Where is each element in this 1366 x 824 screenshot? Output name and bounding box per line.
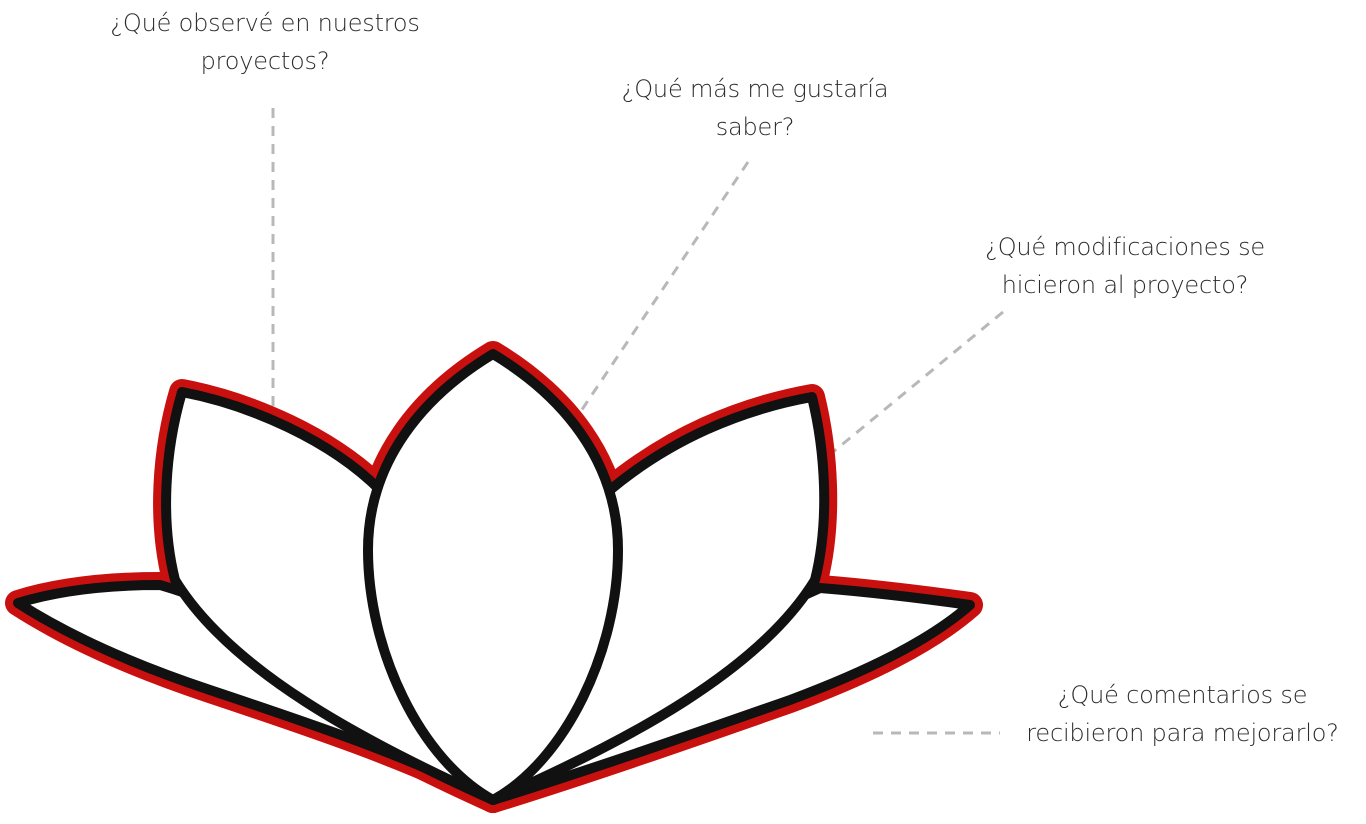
petal-inner-center [363, 349, 623, 805]
question-feedback-line1: ¿Qué comentarios se [1057, 681, 1308, 709]
question-feedback-line2: recibieron para mejorarlo? [1026, 719, 1339, 747]
question-observe-line2: proyectos? [200, 47, 330, 75]
question-learn-more-line1: ¿Qué más me gustaría [621, 75, 889, 103]
question-observe-line1: ¿Qué observé en nuestros [110, 9, 420, 37]
petal-outlines-black [13, 349, 975, 805]
question-modifications: ¿Qué modificaciones se hicieron al proye… [930, 228, 1320, 304]
question-modifications-line2: hicieron al proyecto? [1001, 271, 1249, 299]
connector-lines [271, 108, 1004, 735]
question-observe: ¿Qué observé en nuestros proyectos? [80, 4, 450, 80]
question-feedback: ¿Qué comentarios se recibieron para mejo… [1005, 676, 1360, 752]
connector-learn-more [573, 161, 750, 421]
connector-modifications [832, 310, 1004, 454]
question-learn-more-line2: saber? [715, 113, 795, 141]
question-learn-more: ¿Qué más me gustaría saber? [590, 70, 920, 146]
question-modifications-line1: ¿Qué modificaciones se [985, 233, 1265, 261]
